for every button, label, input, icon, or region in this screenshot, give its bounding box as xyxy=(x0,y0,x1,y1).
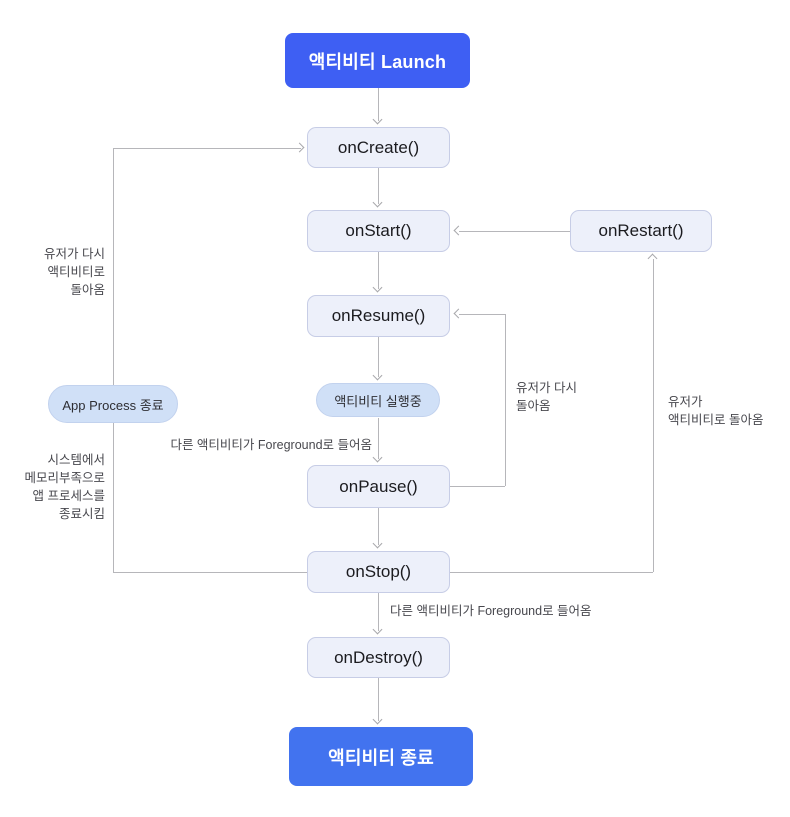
pill-label: App Process 종료 xyxy=(62,397,164,413)
line-segment xyxy=(113,148,114,572)
node-label: 액티비티 종료 xyxy=(328,747,434,768)
node-ondestroy: onDestroy() xyxy=(307,637,450,678)
arrowhead-left-icon xyxy=(453,308,464,319)
label-foreground-to-pause: 다른 액티비티가 Foreground로 들어옴 xyxy=(170,438,372,452)
line-segment xyxy=(459,231,570,232)
node-onrestart: onRestart() xyxy=(570,210,712,252)
line-segment xyxy=(450,486,505,487)
node-label: onStart() xyxy=(345,221,412,240)
arrowhead-down-icon xyxy=(372,197,383,208)
node-onstop: onStop() xyxy=(307,551,450,593)
arrowhead-down-icon xyxy=(372,624,383,635)
arrowhead-left-icon xyxy=(453,225,464,236)
line-segment xyxy=(378,252,379,289)
line-segment xyxy=(378,337,379,377)
arrowhead-right-icon xyxy=(294,142,305,153)
line-segment xyxy=(378,508,379,545)
arrowhead-down-icon xyxy=(372,114,383,125)
arrowhead-up-icon xyxy=(647,253,658,264)
arrowhead-down-icon xyxy=(372,714,383,725)
line-segment xyxy=(378,678,379,721)
label-user-back-to-create: 유저가 다시 액티비티로 돌아옴 xyxy=(44,247,105,298)
node-onresume: onResume() xyxy=(307,295,450,337)
node-label: onResume() xyxy=(331,306,426,325)
line-segment xyxy=(653,259,654,572)
arrowhead-down-icon xyxy=(372,452,383,463)
line-segment xyxy=(450,572,653,573)
label-system-kill: 시스템에서 메모리부족으로 앱 프로세스를 종료시킴 xyxy=(24,453,105,522)
node-label: onCreate() xyxy=(337,137,420,157)
line-segment xyxy=(378,168,379,204)
node-label: onDestroy() xyxy=(334,647,423,667)
label-user-back-to-restart: 유저가 액티비티로 돌아옴 xyxy=(668,395,764,428)
label-user-back-to-resume: 유저가 다시 돌아옴 xyxy=(516,381,577,414)
node-onpause: onPause() xyxy=(307,465,450,508)
node-activity-end: 액티비티 종료 xyxy=(289,727,473,786)
line-segment xyxy=(378,418,379,459)
label-foreground-to-destroy: 다른 액티비티가 Foreground로 들어옴 xyxy=(390,604,592,618)
line-segment xyxy=(459,314,505,315)
line-segment xyxy=(378,88,379,121)
node-onstart: onStart() xyxy=(307,210,450,252)
node-oncreate: onCreate() xyxy=(307,127,450,168)
line-segment xyxy=(378,593,379,631)
arrowhead-down-icon xyxy=(372,370,383,381)
line-segment xyxy=(113,572,307,573)
node-label: onRestart() xyxy=(598,221,684,240)
arrowhead-down-icon xyxy=(372,282,383,293)
line-segment xyxy=(505,314,506,486)
node-activity-launch: 액티비티 Launch xyxy=(285,33,470,88)
node-label: onPause() xyxy=(339,476,418,496)
state-pill-activity-running: 액티비티 실행중 xyxy=(316,383,440,417)
pill-label: 액티비티 실행중 xyxy=(334,393,422,409)
line-segment xyxy=(113,148,301,149)
state-pill-app-process-end: App Process 종료 xyxy=(48,385,178,423)
node-label: 액티비티 Launch xyxy=(308,51,447,72)
arrowhead-down-icon xyxy=(372,538,383,549)
node-label: onStop() xyxy=(345,562,412,581)
